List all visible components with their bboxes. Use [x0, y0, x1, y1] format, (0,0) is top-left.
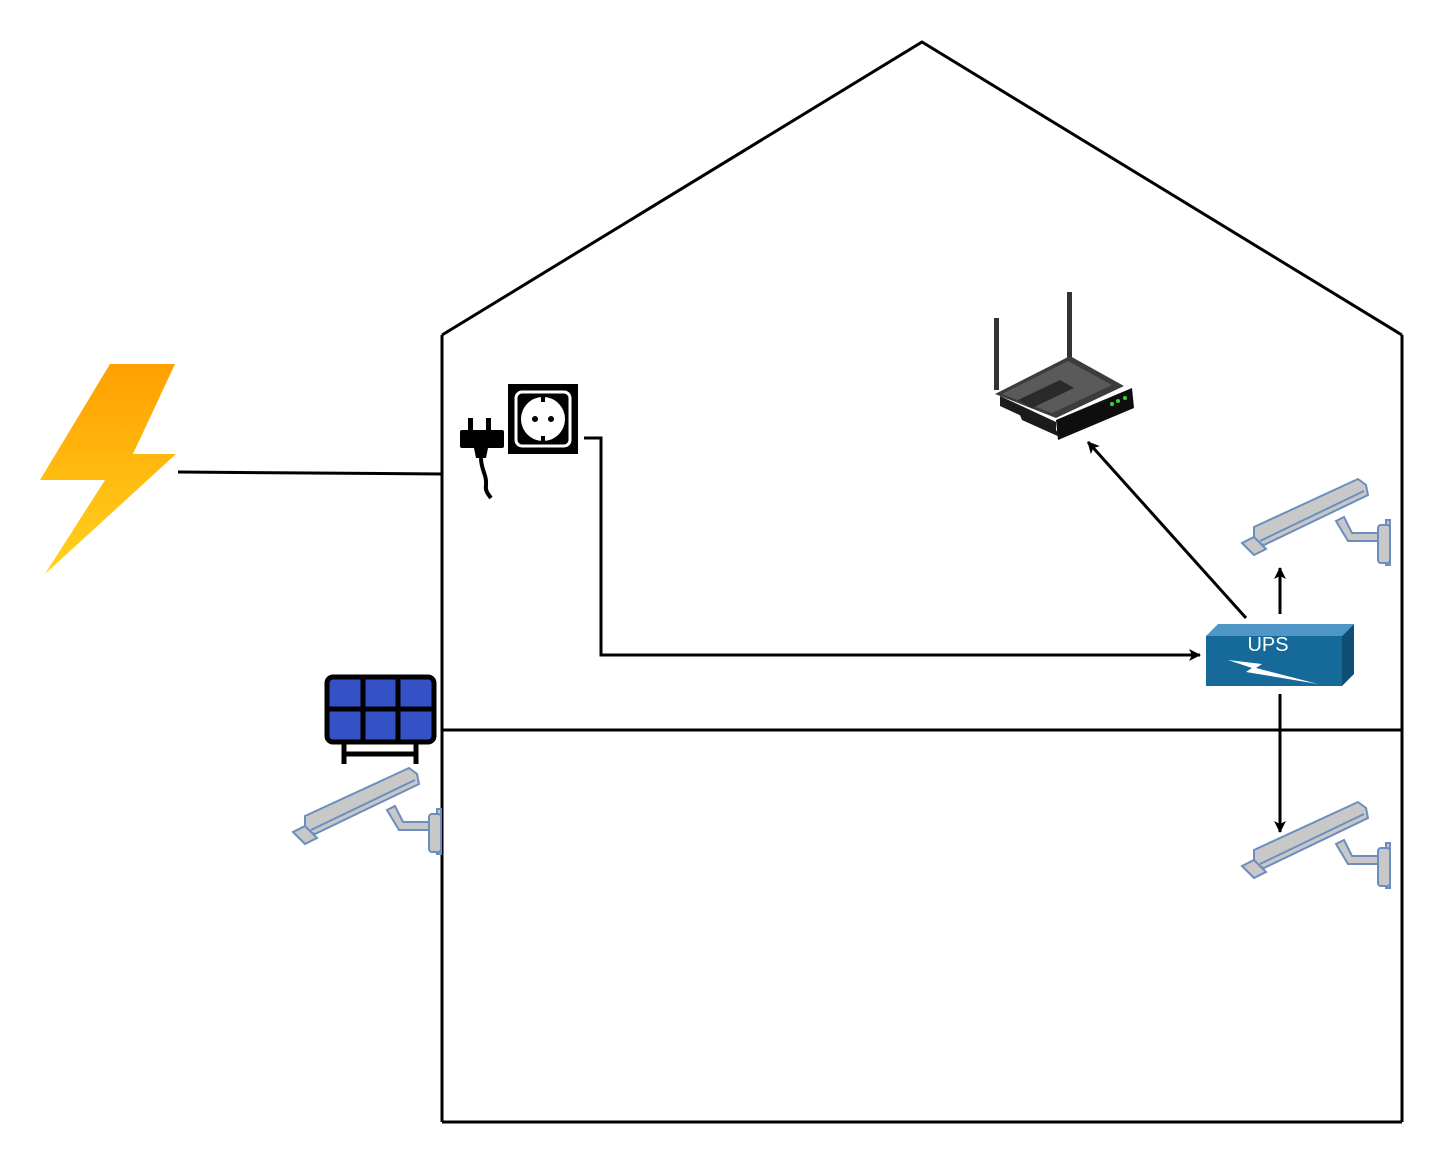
power-plug-socket-icon — [460, 384, 578, 500]
lightning-bolt-icon — [40, 364, 176, 574]
wireless-router-icon — [994, 292, 1134, 440]
house-roof — [441, 40, 1403, 337]
ups-label: UPS — [1247, 634, 1288, 656]
ups-to-router-line — [1086, 440, 1248, 620]
socket-to-ups-line — [584, 436, 1201, 661]
security-camera-icon — [1241, 478, 1391, 566]
solar-panel-icon — [324, 674, 437, 764]
ups-icon: UPS — [1206, 624, 1354, 686]
security-camera-icon — [292, 767, 442, 855]
house-outline — [440, 40, 1404, 1124]
security-camera-icon — [1241, 801, 1391, 889]
grid-power-line — [177, 470, 443, 476]
